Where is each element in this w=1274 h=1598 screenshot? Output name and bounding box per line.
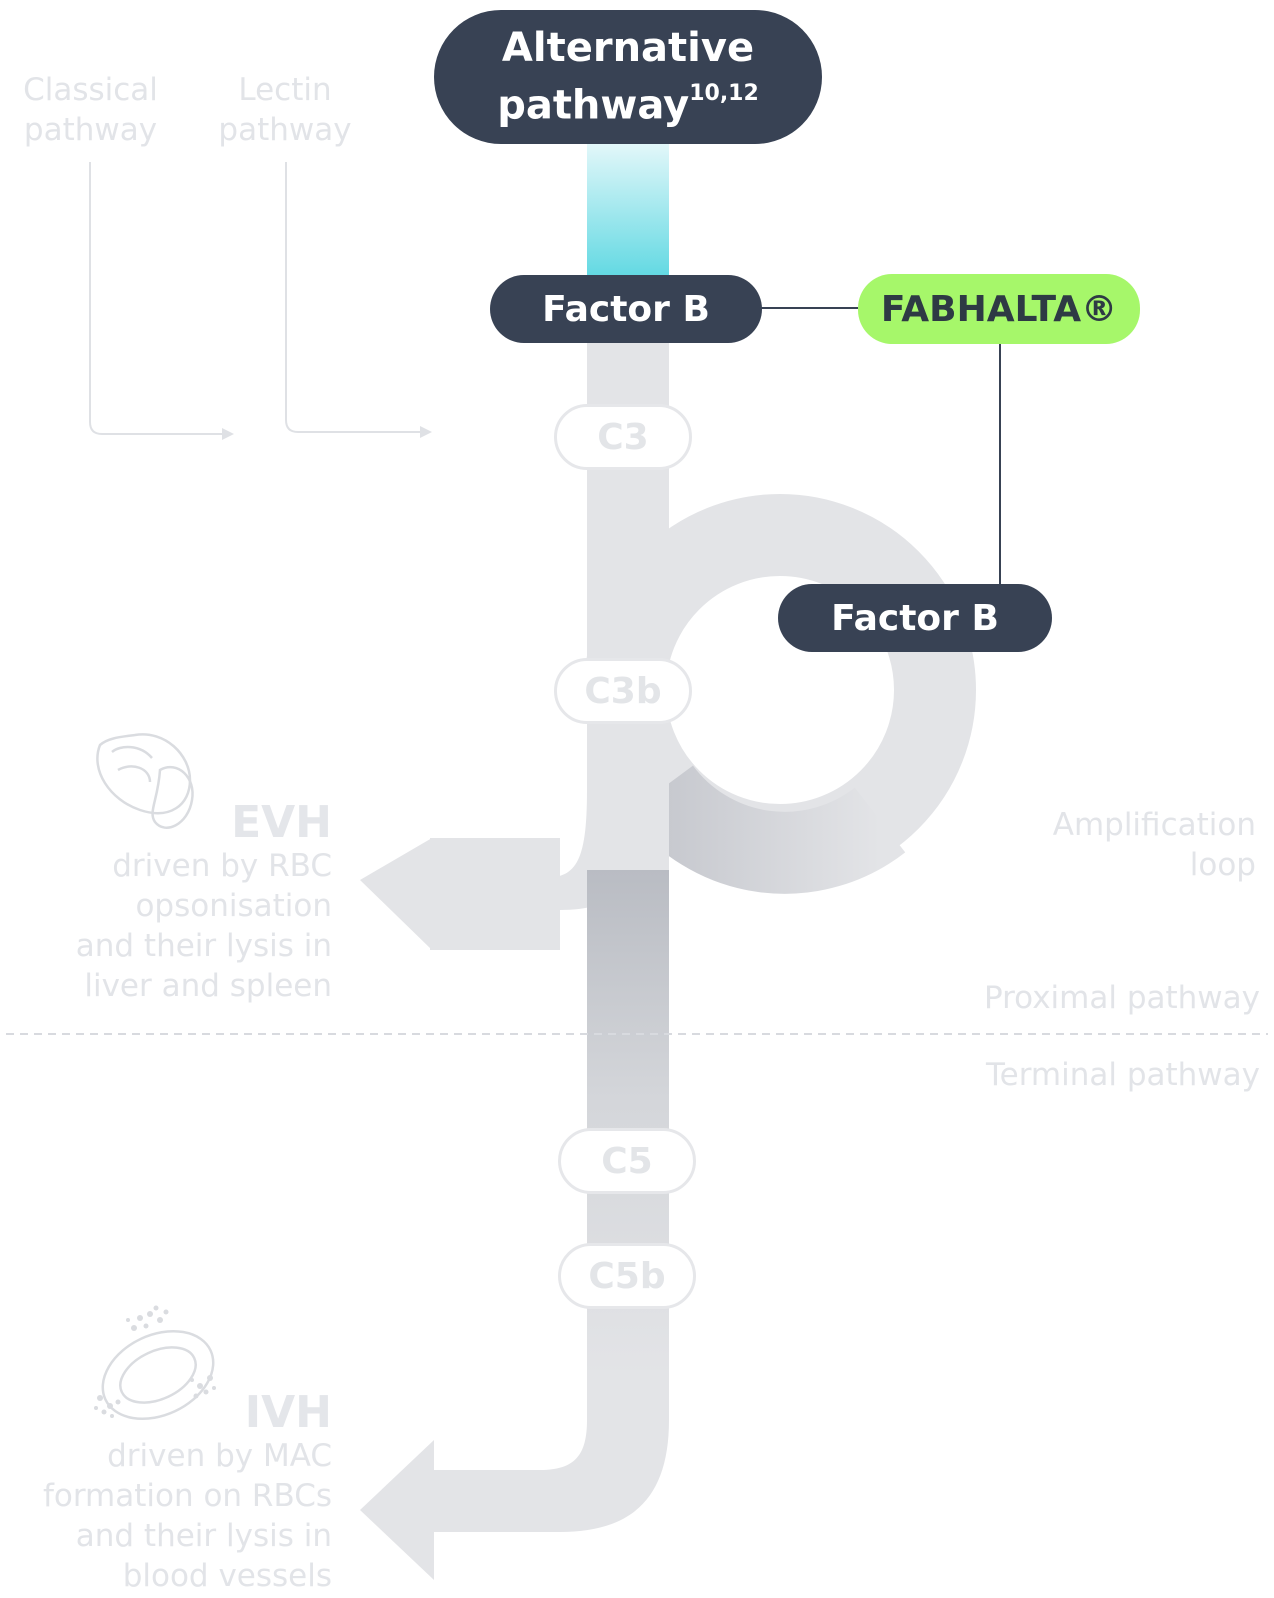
factor-b-node-top: Factor B xyxy=(490,275,762,343)
fabhalta-inhibitor-node: FABHALTA® xyxy=(858,274,1140,344)
factor-b-top-label: Factor B xyxy=(542,288,710,330)
evh-title: EVH xyxy=(231,797,332,848)
c3b-label: C3b xyxy=(584,670,662,712)
lectin-line1: Lectin xyxy=(238,72,332,108)
evh-desc-4: liver and spleen xyxy=(84,968,332,1004)
classical-pathway-label: Classical pathway xyxy=(8,70,173,150)
alternative-pathway-reference: 10,12 xyxy=(689,81,759,107)
evh-desc-2: opsonisation xyxy=(135,888,332,924)
ivh-desc-1: driven by MAC xyxy=(107,1438,332,1474)
factor-b-loop-label: Factor B xyxy=(831,597,999,639)
amplification-line1: Amplification xyxy=(1052,807,1256,843)
ivh-block: IVH driven by MAC formation on RBCs and … xyxy=(0,1390,332,1596)
ivh-desc-4: blood vessels xyxy=(122,1558,332,1594)
ivh-outflow-arrow xyxy=(360,1370,669,1580)
lectin-line2: pathway xyxy=(218,112,352,148)
active-connector xyxy=(587,140,669,280)
c3b-node: C3b xyxy=(554,658,692,724)
evh-desc-3: and their lysis in xyxy=(75,928,332,964)
classical-line1: Classical xyxy=(23,72,158,108)
evh-block: EVH driven by RBC opsonisation and their… xyxy=(20,800,332,1006)
ivh-desc-2: formation on RBCs xyxy=(42,1478,332,1514)
factor-b-node-loop: Factor B xyxy=(778,584,1052,652)
c5b-label: C5b xyxy=(588,1255,666,1297)
rbc-mac-lysis-icon xyxy=(94,1305,216,1421)
alternative-pathway-line2-wrap: pathway10,12 xyxy=(497,71,759,129)
c3-node: C3 xyxy=(554,404,692,470)
fabhalta-label: FABHALTA® xyxy=(880,288,1118,330)
terminal-pathway-label: Terminal pathway xyxy=(985,1057,1260,1093)
classical-line2: pathway xyxy=(23,112,158,148)
alternative-pathway-node: Alternative pathway10,12 xyxy=(434,10,822,144)
amplification-loop-label: Amplification loop xyxy=(980,805,1256,885)
alternative-pathway-line2: pathway xyxy=(497,82,690,129)
classical-connector xyxy=(89,162,234,440)
c5-node: C5 xyxy=(558,1128,696,1194)
c3-label: C3 xyxy=(597,416,649,458)
rbc-opsonisation-icon xyxy=(96,733,194,829)
evh-desc-1: driven by RBC xyxy=(112,848,332,884)
ivh-desc-3: and their lysis in xyxy=(75,1518,332,1554)
inhibition-lines xyxy=(760,307,1001,588)
lectin-pathway-label: Lectin pathway xyxy=(210,70,360,150)
amplification-line2: loop xyxy=(1189,847,1256,883)
ivh-title: IVH xyxy=(244,1387,332,1438)
c5b-node: C5b xyxy=(558,1243,696,1309)
lectin-connector xyxy=(285,162,432,438)
alternative-pathway-line1: Alternative xyxy=(501,25,755,72)
c5-label: C5 xyxy=(601,1140,653,1182)
proximal-pathway-label: Proximal pathway xyxy=(983,980,1260,1016)
